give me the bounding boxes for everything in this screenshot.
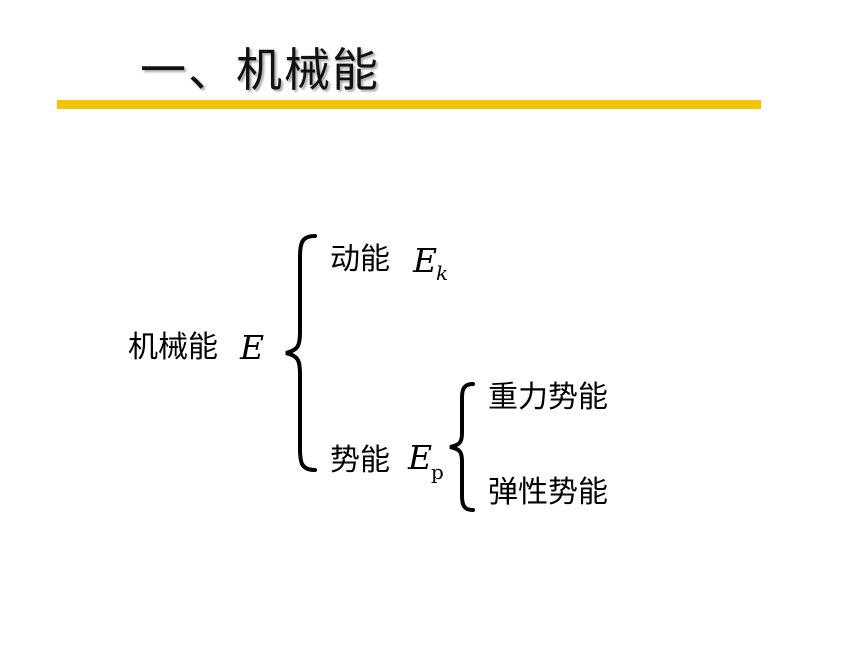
root-symbol: E	[240, 328, 265, 367]
elastic-potential-label: 弹性势能	[488, 475, 608, 510]
kinetic-symbol: E	[413, 241, 438, 280]
kinetic-subscript: k	[436, 261, 449, 285]
gravitational-potential-label: 重力势能	[488, 380, 608, 415]
potential-symbol: E	[408, 438, 433, 477]
potential-label: 势能	[330, 443, 390, 478]
main-brace-path	[285, 234, 317, 472]
kinetic-label: 动能	[330, 242, 390, 277]
root-label: 机械能	[128, 330, 218, 365]
page-title: 一、机械能	[140, 43, 380, 97]
potential-subscript: p	[431, 460, 444, 484]
title-underline	[57, 100, 761, 109]
potential-brace-path	[449, 382, 475, 512]
